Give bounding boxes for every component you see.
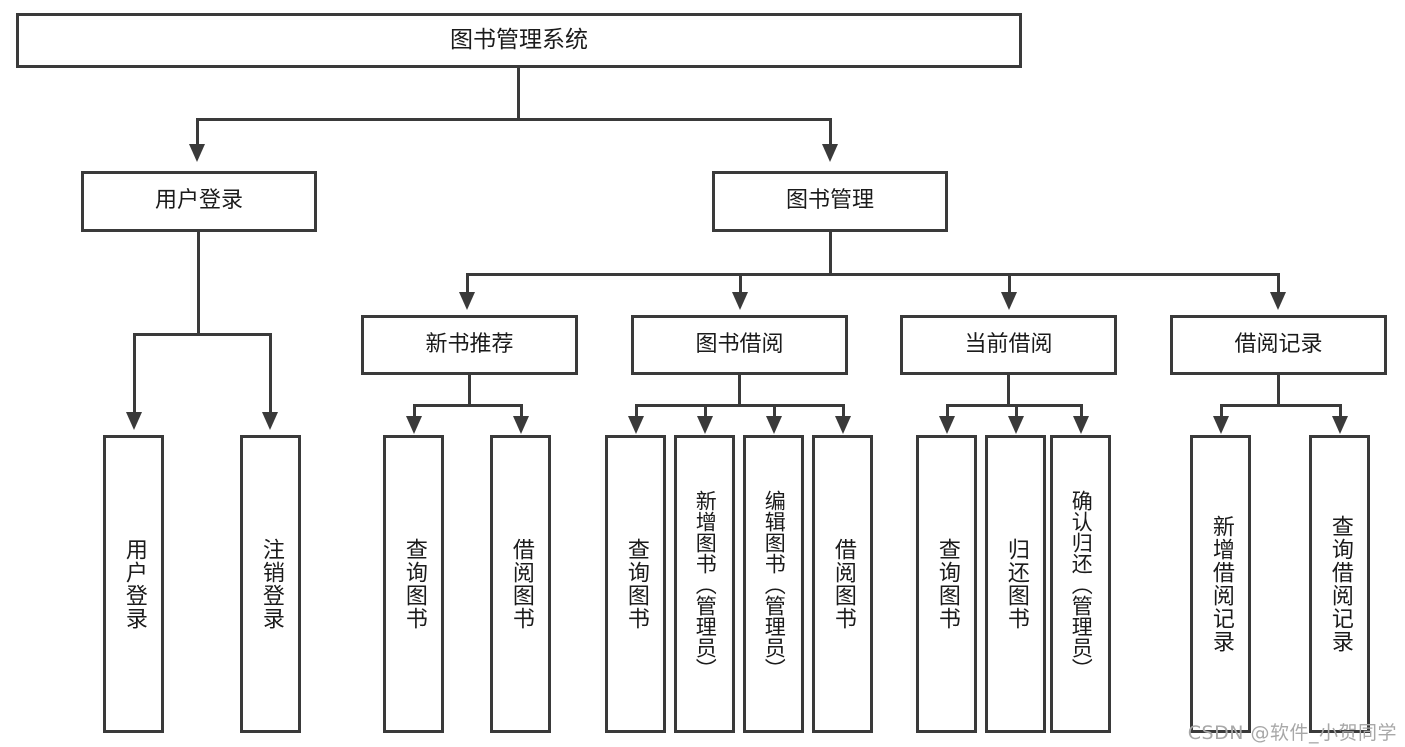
node-label: 借阅记录: [1234, 331, 1323, 357]
node-label: 新书推荐: [425, 331, 514, 357]
node-label: 查询图书: [401, 538, 427, 630]
arrow-current-borrow-leaf-1: [939, 416, 955, 434]
leaf-query-book-borrow[interactable]: 查询图书: [605, 435, 666, 733]
node-label: 查询图书: [623, 538, 649, 630]
node-new-book-recommend[interactable]: 新书推荐: [361, 315, 578, 375]
connector-root-stem: [517, 68, 520, 118]
node-label: 新增图书（管理员）: [693, 489, 718, 679]
node-label: 编辑图书（管理员）: [762, 489, 787, 679]
node-label: 图书管理: [785, 188, 874, 214]
node-root-system[interactable]: 图书管理系统: [16, 13, 1022, 68]
arrow-current-borrow-leaf-2: [1008, 416, 1024, 434]
arrow-book-mgmt-to-current: [1001, 292, 1017, 310]
arrow-book-borrow-leaf-1: [628, 416, 644, 434]
arrow-new-book-leaf-1: [406, 416, 422, 434]
arrow-root-to-user-login: [189, 144, 205, 162]
connector-book-mgmt-to-record: [1277, 273, 1280, 293]
leaf-borrow-book-recommend[interactable]: 借阅图书: [490, 435, 551, 733]
connector-book-borrow-leaf-1: [635, 404, 638, 417]
leaf-query-borrow-record[interactable]: 查询借阅记录: [1309, 435, 1370, 733]
node-label: 归还图书: [1003, 538, 1029, 630]
connector-current-borrow-stem: [1007, 375, 1010, 404]
connector-book-mgmt-to-borrow: [739, 273, 742, 293]
connector-current-borrow-leaf-1: [946, 404, 949, 417]
node-user-login[interactable]: 用户登录: [81, 171, 317, 232]
connector-current-borrow-bar: [946, 404, 1083, 407]
arrow-book-borrow-leaf-2: [697, 416, 713, 434]
connector-user-login-leaf-1: [133, 333, 136, 413]
arrow-new-book-leaf-2: [513, 416, 529, 434]
node-label: 当前借阅: [964, 331, 1053, 357]
arrow-user-login-leaf-2: [262, 412, 278, 430]
connector-root-to-user-login: [196, 118, 199, 146]
connector-root-to-book-mgmt: [829, 118, 832, 146]
connector-book-mgmt-to-new-book: [466, 273, 469, 293]
connector-borrow-record-leaf-2: [1339, 404, 1342, 417]
connector-user-login-leaf-2: [269, 333, 272, 413]
node-book-management[interactable]: 图书管理: [712, 171, 948, 232]
arrow-root-to-book-mgmt: [822, 144, 838, 162]
connector-new-book-bar: [413, 404, 523, 407]
leaf-confirm-return-admin[interactable]: 确认归还（管理员）: [1050, 435, 1111, 733]
arrow-borrow-record-leaf-1: [1213, 416, 1229, 434]
connector-new-book-stem: [468, 375, 471, 404]
node-label: 确认归还（管理员）: [1069, 489, 1094, 679]
connector-book-borrow-leaf-4: [842, 404, 845, 417]
node-label: 图书管理系统: [450, 26, 588, 53]
connector-book-borrow-stem: [738, 375, 741, 404]
leaf-user-login[interactable]: 用户登录: [103, 435, 164, 733]
connector-book-mgmt-stem: [829, 232, 832, 273]
leaf-logout[interactable]: 注销登录: [240, 435, 301, 733]
node-label: 查询图书: [934, 538, 960, 630]
node-current-borrow[interactable]: 当前借阅: [900, 315, 1117, 375]
connector-new-book-leaf-1: [413, 404, 416, 417]
node-label: 查询借阅记录: [1327, 515, 1353, 653]
arrow-book-borrow-leaf-4: [835, 416, 851, 434]
connector-user-login-stem: [197, 232, 200, 333]
node-label: 注销登录: [258, 538, 284, 630]
arrow-book-mgmt-to-borrow: [732, 292, 748, 310]
csdn-watermark: CSDN @软件_小贺同学: [1187, 722, 1397, 744]
connector-book-mgmt-to-current: [1008, 273, 1011, 293]
connector-current-borrow-leaf-3: [1080, 404, 1083, 417]
arrow-user-login-leaf-1: [126, 412, 142, 430]
connector-user-login-bar: [133, 333, 272, 336]
arrow-book-borrow-leaf-3: [766, 416, 782, 434]
arrow-borrow-record-leaf-2: [1332, 416, 1348, 434]
connector-new-book-leaf-2: [520, 404, 523, 417]
node-label: 图书借阅: [695, 331, 784, 357]
connector-root-bar: [196, 118, 832, 121]
connector-borrow-record-stem: [1277, 375, 1280, 404]
node-label: 用户登录: [154, 188, 243, 214]
connector-book-borrow-leaf-2: [704, 404, 707, 417]
leaf-query-book-recommend[interactable]: 查询图书: [383, 435, 444, 733]
connector-book-borrow-leaf-3: [773, 404, 776, 417]
arrow-book-mgmt-to-record: [1270, 292, 1286, 310]
arrow-book-mgmt-to-new-book: [459, 292, 475, 310]
leaf-add-book-admin[interactable]: 新增图书（管理员）: [674, 435, 735, 733]
connector-borrow-record-bar: [1220, 404, 1342, 407]
node-label: 借阅图书: [508, 538, 534, 630]
connector-borrow-record-leaf-1: [1220, 404, 1223, 417]
leaf-return-book[interactable]: 归还图书: [985, 435, 1046, 733]
node-label: 借阅图书: [830, 538, 856, 630]
leaf-query-book-current[interactable]: 查询图书: [916, 435, 977, 733]
leaf-borrow-book[interactable]: 借阅图书: [812, 435, 873, 733]
node-book-borrow[interactable]: 图书借阅: [631, 315, 848, 375]
connector-current-borrow-leaf-2: [1015, 404, 1018, 417]
arrow-current-borrow-leaf-3: [1073, 416, 1089, 434]
connector-book-borrow-bar: [635, 404, 844, 407]
node-label: 新增借阅记录: [1208, 515, 1234, 653]
node-borrow-record[interactable]: 借阅记录: [1170, 315, 1387, 375]
leaf-edit-book-admin[interactable]: 编辑图书（管理员）: [743, 435, 804, 733]
connector-book-mgmt-bar: [466, 273, 1280, 276]
leaf-add-borrow-record[interactable]: 新增借阅记录: [1190, 435, 1251, 733]
node-label: 用户登录: [121, 538, 147, 630]
